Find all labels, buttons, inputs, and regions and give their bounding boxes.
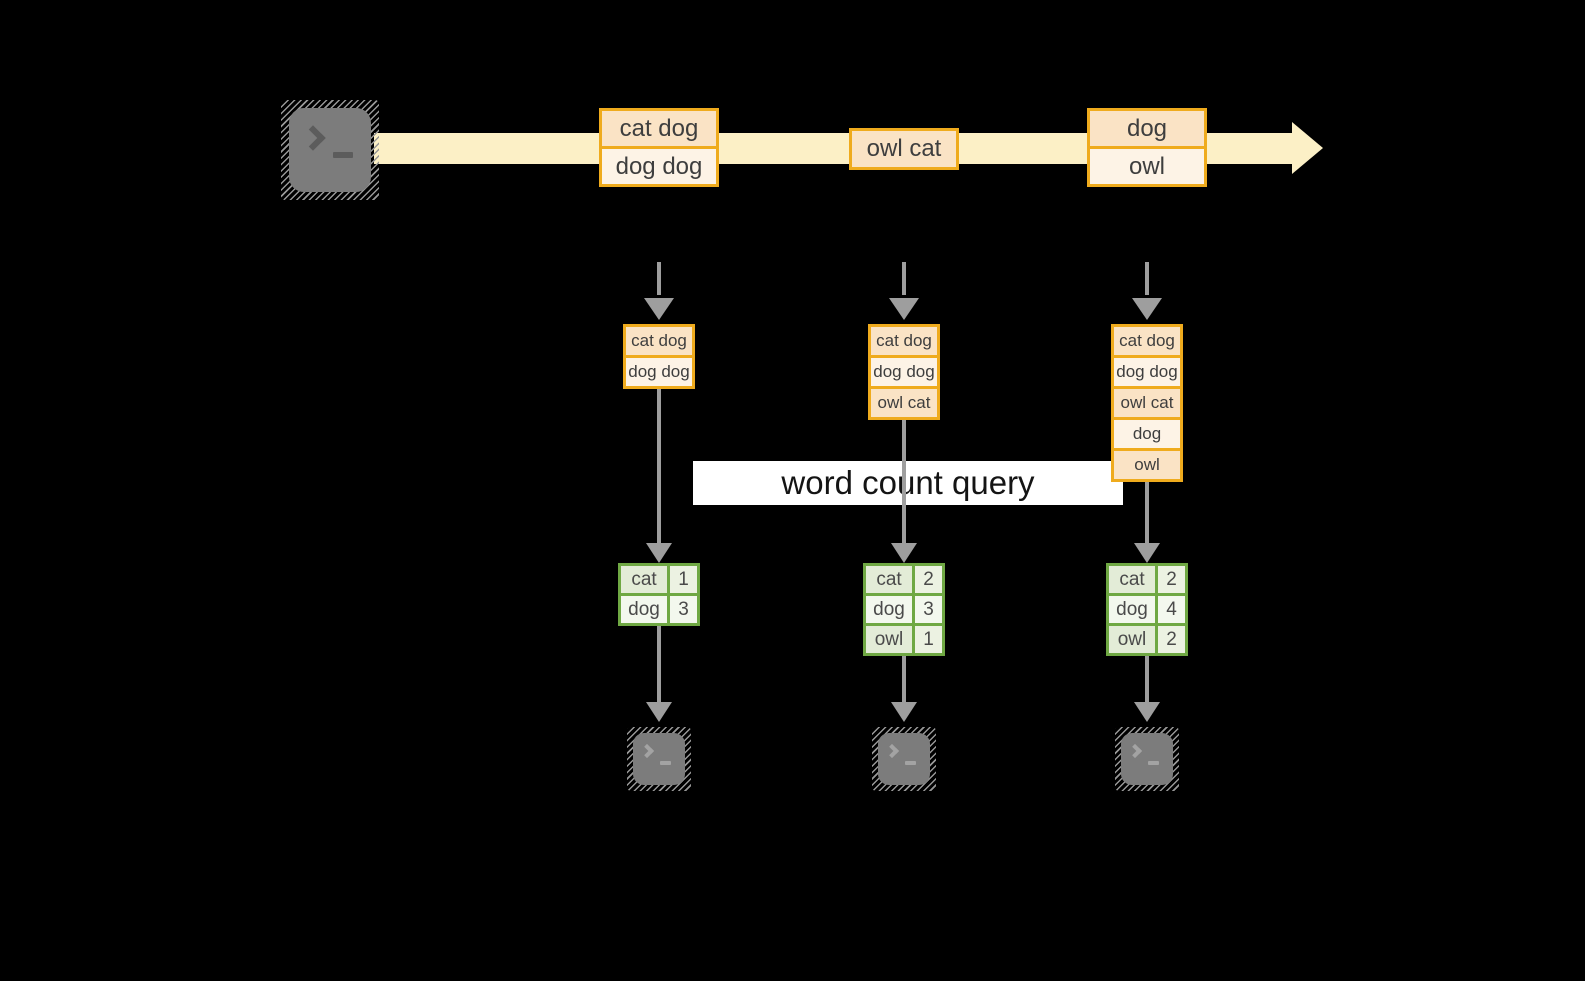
terminal-prompt-icon	[1127, 743, 1143, 759]
terminal-cursor-icon	[333, 152, 353, 158]
source-terminal-icon	[281, 100, 379, 200]
stream-event-cell: dog dog	[602, 149, 716, 184]
stream-event-cell: owl cat	[852, 131, 956, 167]
state-cell: owl cat	[871, 389, 937, 417]
output-arrow-line	[902, 656, 906, 702]
query-arrowhead-icon	[891, 543, 917, 563]
count-cell: 3	[670, 596, 697, 623]
stream-event-cell: dog	[1090, 111, 1204, 146]
state-cell: dog dog	[871, 358, 937, 386]
terminal-cursor-icon	[1148, 761, 1159, 765]
state-box: cat dog dog dog owl cat	[868, 324, 940, 420]
terminal-cursor-icon	[905, 761, 916, 765]
query-label-band: word count query	[693, 461, 1123, 505]
count-cell: 2	[1158, 566, 1185, 593]
stream-event-cell: cat dog	[602, 111, 716, 146]
output-terminal-icon	[872, 727, 936, 791]
stream-arrowhead-icon	[1292, 122, 1323, 174]
word-count-table: cat 2 dog 3 owl 1	[863, 563, 945, 656]
state-cell: dog dog	[1114, 358, 1180, 386]
word-cell: owl	[866, 626, 912, 653]
output-terminal-icon	[627, 727, 691, 791]
query-label: word count query	[781, 464, 1035, 501]
terminal-prompt-icon	[300, 125, 326, 151]
stream-event-cell: owl	[1090, 149, 1204, 184]
stream-event-box: owl cat	[849, 128, 959, 170]
word-cell: cat	[866, 566, 912, 593]
state-box: cat dog dog dog	[623, 324, 695, 389]
stream-event-box: dog owl	[1087, 108, 1207, 187]
word-cell: cat	[1109, 566, 1155, 593]
output-arrowhead-icon	[646, 702, 672, 722]
state-cell: owl cat	[1114, 389, 1180, 417]
state-cell: cat dog	[626, 327, 692, 355]
stream-event-box: cat dog dog dog	[599, 108, 719, 187]
terminal-screen	[633, 733, 685, 785]
count-cell: 3	[915, 596, 942, 623]
state-box: cat dog dog dog owl cat dog owl	[1111, 324, 1183, 482]
terminal-screen	[1121, 733, 1173, 785]
terminal-cursor-icon	[660, 761, 671, 765]
emit-arrowhead-icon	[889, 298, 919, 320]
state-cell: dog	[1114, 420, 1180, 448]
emit-arrowhead-icon	[644, 298, 674, 320]
emit-arrow-line	[1145, 262, 1149, 295]
output-arrowhead-icon	[891, 702, 917, 722]
output-terminal-icon	[1115, 727, 1179, 791]
query-arrowhead-icon	[1134, 543, 1160, 563]
word-cell: dog	[621, 596, 667, 623]
terminal-prompt-icon	[639, 743, 655, 759]
terminal-screen	[289, 108, 371, 192]
output-arrow-line	[1145, 656, 1149, 702]
output-arrowhead-icon	[1134, 702, 1160, 722]
count-cell: 2	[915, 566, 942, 593]
state-cell: dog dog	[626, 358, 692, 386]
terminal-prompt-icon	[884, 743, 900, 759]
count-cell: 2	[1158, 626, 1185, 653]
state-cell: owl	[1114, 451, 1180, 479]
word-cell: dog	[866, 596, 912, 623]
emit-arrowhead-icon	[1132, 298, 1162, 320]
query-arrow-line	[1145, 482, 1149, 543]
query-arrow-line	[657, 389, 661, 543]
state-cell: cat dog	[871, 327, 937, 355]
word-count-table: cat 2 dog 4 owl 2	[1106, 563, 1188, 656]
count-cell: 4	[1158, 596, 1185, 623]
emit-arrow-line	[902, 262, 906, 295]
query-arrowhead-icon	[646, 543, 672, 563]
state-cell: cat dog	[1114, 327, 1180, 355]
word-count-table: cat 1 dog 3	[618, 563, 700, 626]
count-cell: 1	[915, 626, 942, 653]
query-arrow-line	[902, 420, 906, 543]
output-arrow-line	[657, 626, 661, 702]
word-cell: dog	[1109, 596, 1155, 623]
word-cell: owl	[1109, 626, 1155, 653]
terminal-screen	[878, 733, 930, 785]
word-cell: cat	[621, 566, 667, 593]
count-cell: 1	[670, 566, 697, 593]
emit-arrow-line	[657, 262, 661, 295]
